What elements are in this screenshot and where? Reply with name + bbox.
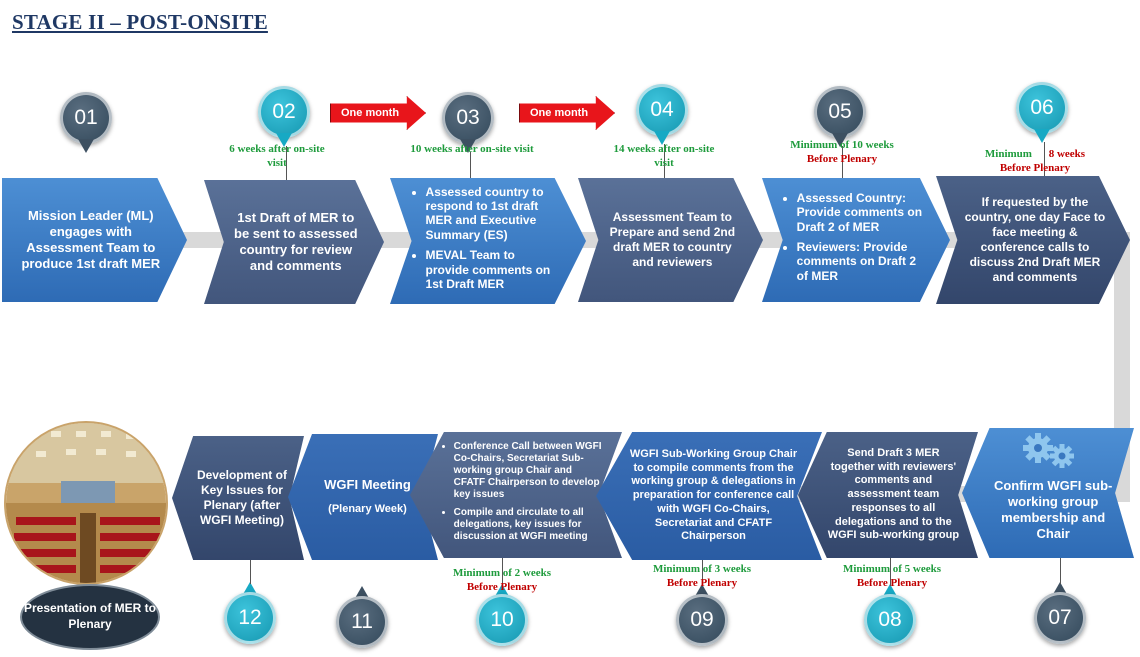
step-05-timing-min: Minimum of 10 weeks: [790, 139, 894, 151]
step-09-pin: 09: [676, 584, 728, 646]
step-02-number: 02: [258, 86, 310, 138]
step-08-timing-min: Minimum of 5 weeks: [842, 563, 942, 575]
step-06-timing-line1: Minimum 8 weeks: [972, 147, 1098, 161]
step-03-pin: 03: [442, 92, 494, 154]
step-06-number: 06: [1016, 82, 1068, 134]
step-04-timing: 14 weeks after on-site visit: [613, 143, 715, 170]
step-06-stem: [1044, 142, 1045, 176]
step-06-timing-before: Before Plenary: [999, 162, 1071, 175]
one-month-arrow-1: One month: [330, 96, 426, 130]
step-08-chevron: Send Draft 3 MER together with reviewers…: [798, 432, 978, 558]
step-04-text: Assessment Team to Prepare and send 2nd …: [609, 210, 736, 269]
step-02-chevron: 1st Draft of MER to be sent to assessed …: [204, 180, 384, 304]
step-08-timing-before: Before Plenary: [856, 577, 928, 590]
step-10-timing: Minimum of 2 weeks Before Plenary: [432, 566, 572, 595]
step-02-pin: 02: [258, 86, 310, 148]
step-06-timing-min: Minimum: [984, 148, 1032, 160]
step-04-pin: 04: [636, 84, 688, 146]
step-08-pin: 08: [864, 584, 916, 646]
step-02-stem: [286, 146, 287, 180]
step-12-number: 12: [224, 592, 276, 644]
step-05-bullet-1: Assessed Country: Provide comments on Dr…: [797, 191, 926, 234]
step-03-bullets: Assessed country to respond to 1st draft…: [390, 185, 586, 298]
step-07-text: Confirm WGFI sub-working group membershi…: [993, 477, 1113, 542]
step-12-chevron: Development of Key Issues for Plenary (a…: [172, 436, 304, 560]
step-09-chevron: WGFI Sub-Working Group Chair to compile …: [596, 432, 822, 560]
step-04-stem: [664, 144, 665, 178]
step-06-chevron: If requested by the country, one day Fac…: [936, 176, 1130, 304]
step-06-text: If requested by the country, one day Fac…: [964, 195, 1106, 284]
step-03-timing: 10 weeks after on-site visit: [410, 143, 534, 155]
step-12-pin: 12: [224, 582, 276, 644]
step-01-number: 01: [60, 92, 112, 144]
step-10-bullet-2: Compile and circulate to all delegations…: [454, 507, 603, 543]
step-06-timing-weeks: 8 weeks: [1048, 148, 1086, 160]
step-02-timing: 6 weeks after on-site visit: [229, 143, 325, 170]
step-10-pin: 10: [476, 584, 528, 646]
step-05-pin: 05: [814, 86, 866, 148]
step-05-chevron: Assessed Country: Provide comments on Dr…: [762, 178, 950, 302]
step-09-timing: Minimum of 3 weeks Before Plenary: [632, 562, 772, 591]
step-07-stem: [1060, 558, 1061, 584]
step-03-stem: [470, 152, 471, 178]
step-02-text: 1st Draft of MER to be sent to assessed …: [234, 209, 358, 274]
step-03-bullet-1: Assessed country to respond to 1st draft…: [426, 185, 561, 243]
step-11-title: WGFI Meeting: [324, 477, 411, 492]
step-05-timing-before: Before Plenary: [806, 153, 878, 166]
step-10-number: 10: [476, 594, 528, 646]
step-06-timing: Minimum 8 weeks Before Plenary: [972, 147, 1098, 176]
gears-icon: [1023, 433, 1074, 468]
step-06-pin: 06: [1016, 82, 1068, 144]
step-11-pin: 11: [336, 586, 388, 648]
step-09-timing-min: Minimum of 3 weeks: [652, 563, 752, 575]
step-04-chevron: Assessment Team to Prepare and send 2nd …: [578, 178, 763, 302]
step-04-number: 04: [636, 84, 688, 136]
step-08-number: 08: [864, 594, 916, 646]
step-05-bullet-2: Reviewers: Provide comments on Draft 2 o…: [797, 240, 926, 283]
step-08-timing: Minimum of 5 weeks Before Plenary: [822, 562, 962, 591]
step-09-number: 09: [676, 594, 728, 646]
step-12-stem: [250, 560, 251, 584]
step-05-bullets: Assessed Country: Provide comments on Dr…: [762, 191, 950, 289]
step-11-number: 11: [336, 596, 388, 648]
step-12-text: Development of Key Issues for Plenary (a…: [196, 468, 287, 527]
step-05-stem: [842, 146, 843, 178]
step-10-bullets: Conference Call between WGFI Co-Chairs, …: [410, 441, 622, 549]
step-10-timing-before: Before Plenary: [466, 581, 538, 594]
step-03-number: 03: [442, 92, 494, 144]
step-03-bullet-2: MEVAL Team to provide comments on 1st Dr…: [426, 248, 561, 291]
step-11-chevron: WGFI Meeting (Plenary Week): [288, 434, 438, 560]
step-10-bullet-1: Conference Call between WGFI Co-Chairs, …: [454, 441, 603, 501]
step-07-number: 07: [1034, 592, 1086, 644]
presentation-oval: Presentation of MER to Plenary: [20, 584, 160, 650]
step-10-timing-min: Minimum of 2 weeks: [452, 567, 552, 579]
step-09-timing-before: Before Plenary: [666, 577, 738, 590]
step-01-text: Mission Leader (ML) engages with Assessm…: [21, 207, 161, 272]
step-10-stem: [502, 558, 503, 586]
step-07-pin: 07: [1034, 582, 1086, 644]
step-08-stem: [890, 558, 891, 586]
step-11-text: WGFI Meeting (Plenary Week): [297, 477, 429, 517]
step-03-chevron: Assessed country to respond to 1st draft…: [390, 178, 586, 304]
plenary-hall-photo: [4, 421, 168, 585]
step-08-text: Send Draft 3 MER together with reviewers…: [827, 446, 960, 542]
step-05-timing: Minimum of 10 weeks Before Plenary: [772, 138, 912, 167]
step-01-chevron: Mission Leader (ML) engages with Assessm…: [2, 178, 187, 302]
step-09-stem: [702, 560, 703, 586]
step-09-text: WGFI Sub-Working Group Chair to compile …: [629, 447, 798, 543]
step-10-chevron: Conference Call between WGFI Co-Chairs, …: [410, 432, 622, 558]
step-11-sub: (Plenary Week): [328, 503, 407, 516]
step-01-pin: 01: [60, 92, 112, 154]
one-month-arrow-2: One month: [519, 96, 615, 130]
step-05-number: 05: [814, 86, 866, 138]
page-title: STAGE II – POST-ONSITE: [12, 10, 268, 34]
